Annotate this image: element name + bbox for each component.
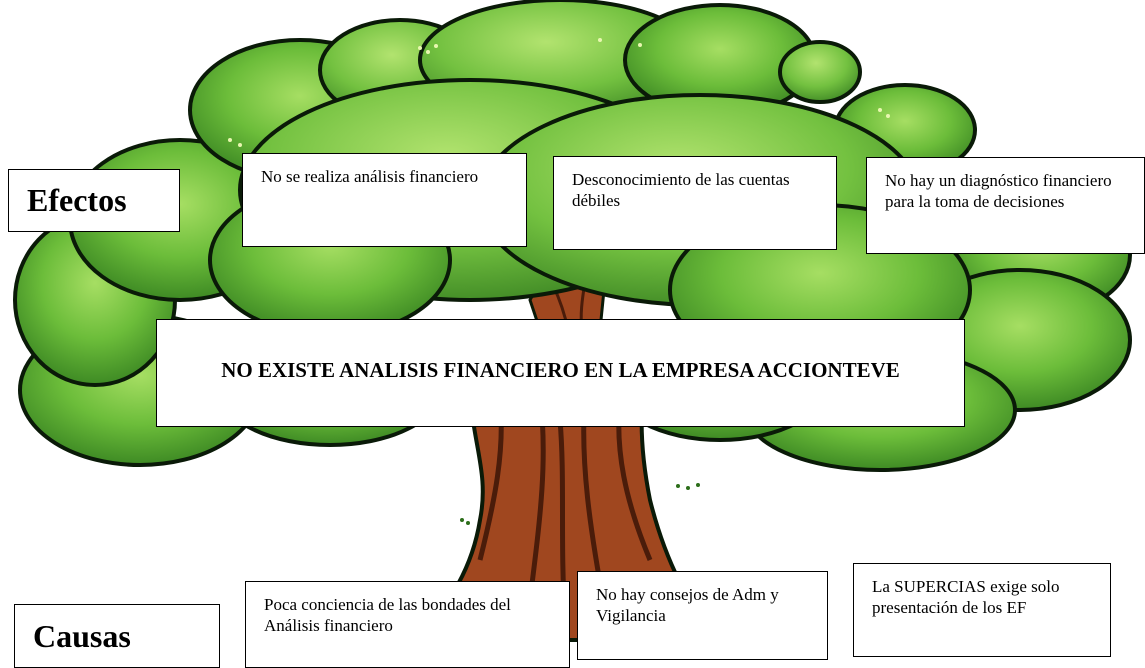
effect-box-2: Desconocimiento de las cuentas débiles: [553, 156, 837, 250]
cause-box-2: No hay consejos de Adm y Vigilancia: [577, 571, 828, 660]
cause-box-1: Poca conciencia de las bondades del Anál…: [245, 581, 570, 668]
foliage-highlights: [228, 38, 890, 147]
effect-box-3: No hay un diagnóstico financiero para la…: [866, 157, 1145, 254]
effects-label: Efectos: [8, 169, 180, 232]
causes-label: Causas: [14, 604, 220, 668]
cause-box-3: La SUPERCIAS exige solo presentación de …: [853, 563, 1111, 657]
central-problem-box: NO EXISTE ANALISIS FINANCIERO EN LA EMPR…: [156, 319, 965, 427]
ground-dots: [460, 483, 700, 525]
effect-box-1: No se realiza análisis financiero: [242, 153, 527, 247]
central-problem-text: NO EXISTE ANALISIS FINANCIERO EN LA EMPR…: [221, 358, 900, 382]
